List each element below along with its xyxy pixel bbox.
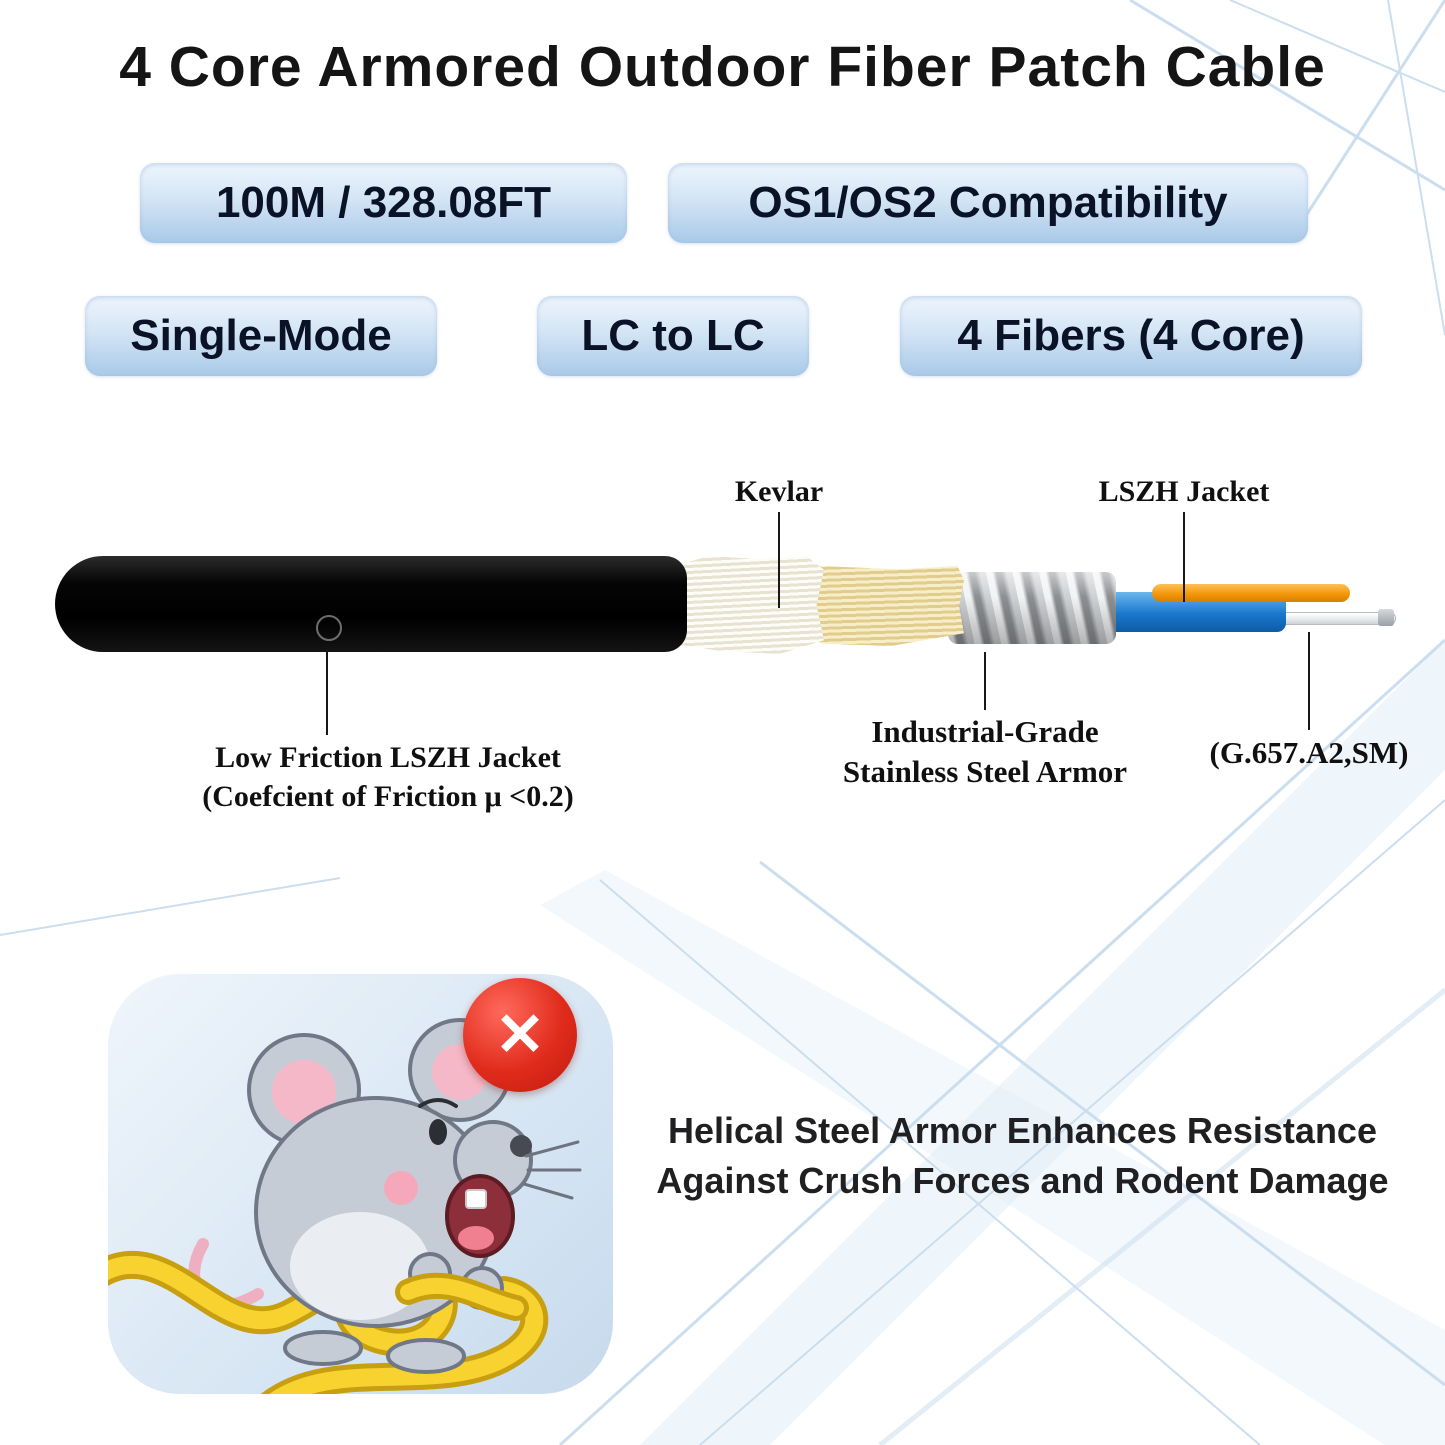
jacket-marker-ring [316,615,342,641]
armor-label: Industrial-Grade Stainless Steel Armor [785,712,1185,793]
badge-compatibility: OS1/OS2 Compatibility [668,163,1308,243]
black-lszh-jacket [55,556,687,652]
low-friction-label-line1: Low Friction LSZH Jacket [215,741,561,774]
kevlar-white-strands [676,556,824,654]
lszh-jacket-label: LSZH Jacket [1098,475,1270,508]
prohibition-badge: ✕ [463,978,577,1092]
badge-fiber-count: 4 Fibers (4 Core) [900,296,1362,376]
kevlar-leader-line [778,512,780,608]
low-friction-label-line2: (Coefcient of Friction μ <0.2) [202,780,574,813]
armor-benefit-note: Helical Steel Armor Enhances Resistance … [640,1106,1405,1207]
orange-fiber [1152,584,1350,602]
armor-benefit-note-line2: Against Crush Forces and Rodent Damage [656,1160,1389,1202]
page-title: 4 Core Armored Outdoor Fiber Patch Cable [119,35,1326,99]
armor-label-line1: Industrial-Grade [871,714,1099,749]
lszh-jacket-leader-line [1183,512,1185,602]
fiber-tip [1378,609,1394,626]
badge-single-mode: Single-Mode [85,296,437,376]
badge-connectors: LC to LC [537,296,809,376]
armor-label-line2: Stainless Steel Armor [842,754,1128,790]
fiber-spec-leader-line [1308,632,1310,730]
armor-benefit-note-line1: Helical Steel Armor Enhances Resistance [668,1110,1377,1151]
prohibition-x-icon: ✕ [494,1001,546,1068]
fiber-spec-label: (G.657.A2,SM) [1209,735,1409,770]
stainless-steel-armor [948,572,1116,644]
armor-leader-line [984,652,986,710]
low-friction-label: Low Friction LSZH Jacket (Coefcient of F… [138,738,638,816]
kevlar-yellow-strands [802,566,964,646]
low-friction-leader-line [326,649,328,735]
kevlar-label: Kevlar [734,475,824,508]
badge-cable-length: 100M / 328.08FT [140,163,627,243]
